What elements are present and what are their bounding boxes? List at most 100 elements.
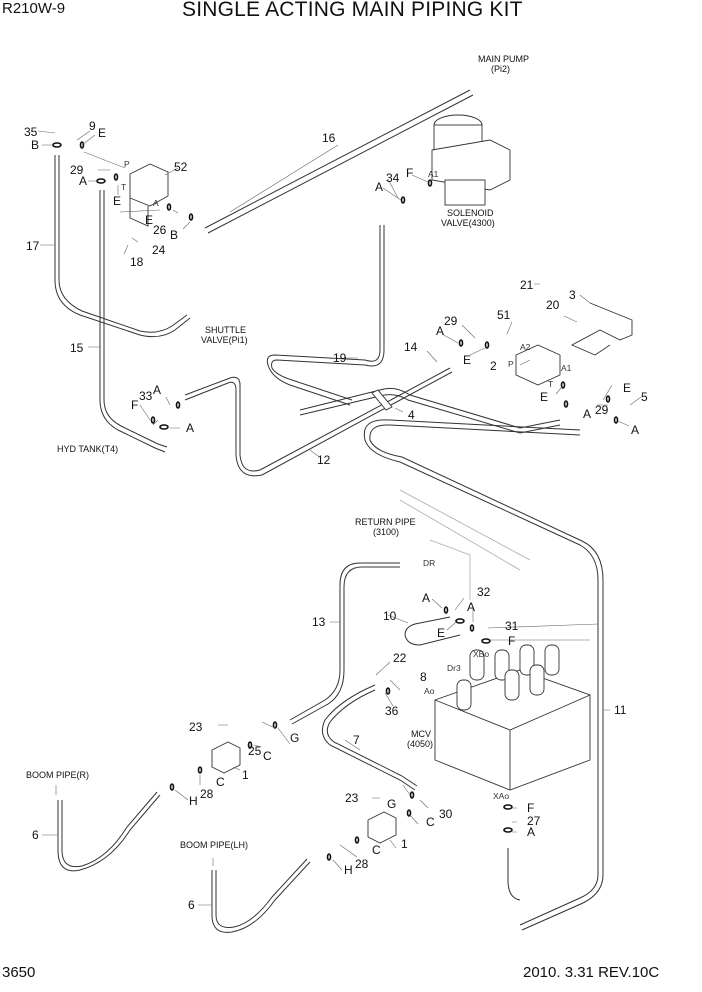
pipe-6a-inner [61,791,158,868]
callout-6: 6 [32,828,39,842]
pipe-16 [204,89,474,234]
callout-34: 34 [386,171,400,185]
shuttle-valve-label-1: SHUTTLE [205,325,246,335]
block-1-upper [211,741,241,774]
callout-A: A [583,407,591,421]
callout-28: 28 [355,857,369,871]
port-xao: XAo [493,791,509,801]
pipe-15-inner [103,190,168,448]
clamp-4 [371,389,393,411]
port-t2: T [548,379,553,389]
hyd-tank-label: HYD TANK(T4) [57,444,118,454]
callout-G: G [290,731,299,745]
callout-17: 17 [26,239,40,253]
callout-A: A [375,180,383,194]
callout-A: A [153,383,161,397]
port-ao: Ao [424,686,435,696]
callout-C: C [426,815,435,829]
callout-28: 28 [200,787,214,801]
pipe-12 [184,367,451,472]
port-dr3: Dr3 [447,663,461,673]
callout-25: 25 [248,744,262,758]
revision-date: 2010. 3.31 REV.10C [523,964,660,981]
port-p2: P [508,359,514,369]
callout-E: E [463,353,471,367]
leader-lines [37,130,642,906]
callout-33: 33 [139,389,153,403]
callout-E: E [540,390,548,404]
port-dr: DR [423,558,435,568]
boom-pipe-r-label: BOOM PIPE(R) [26,770,89,780]
callout-31: 31 [505,619,519,633]
callout-A: A [436,324,444,338]
page-title: SINGLE ACTING MAIN PIPING KIT [182,0,523,21]
callout-C: C [216,775,225,789]
callout-14: 14 [404,340,418,354]
callout-23: 23 [189,720,203,734]
callouts: 35 B 9 E 52 29 A E E 26 B 24 18 17 15 16… [24,119,648,912]
pipe-7-inner [326,689,418,787]
pipe-17-inner [58,155,188,333]
callout-G: G [387,797,396,811]
callout-27: 27 [527,814,541,828]
pipe-15 [99,190,166,453]
mcv-label-1: MCV [411,729,431,739]
callout-20: 20 [546,298,560,312]
callout-36: 36 [385,704,399,718]
return-pipe-body [399,489,531,600]
pipe-solenoid-loop-inner [271,225,385,401]
callout-F: F [508,634,515,648]
callout-4: 4 [408,408,415,422]
callout-26: 26 [153,223,167,237]
model-number: R210W-9 [2,0,66,17]
pipe-11-inner [369,424,604,931]
callout-A: A [79,174,87,188]
callout-18: 18 [130,255,144,269]
callout-C: C [263,749,272,763]
pipe-6b-inner [215,858,308,928]
callout-E: E [623,381,631,395]
callout-35: 35 [24,125,38,139]
callout-1: 1 [242,768,249,782]
callout-21: 21 [520,278,534,292]
pipe-group-4 [299,387,561,429]
solenoid-valve [431,114,511,206]
callout-B: B [170,228,178,242]
solenoid-valve-label-1: SOLENOID [447,208,494,218]
callout-9: 9 [89,119,96,133]
callout-19: 19 [333,351,347,365]
callout-1: 1 [401,837,408,851]
bracket-3 [570,302,633,356]
pipe-12-inner [184,371,453,477]
callout-12: 12 [317,453,331,467]
pipe-6b [211,861,311,933]
callout-29: 29 [444,314,458,328]
pipe-10 [404,616,461,646]
callout-11: 11 [614,703,627,717]
port-p1: P [124,159,130,169]
callout-32: 32 [477,585,491,599]
shuttle-valve-label-2: VALVE(Pi1) [201,335,248,345]
valve-block-2 [515,344,561,386]
callout-6: 6 [188,898,195,912]
port-labels: P T A A1 A2 P T A1 DR Dr3 XBo Ao XAo [121,159,572,801]
pipe-13-inner [291,566,400,725]
boom-pipe-lh-label: BOOM PIPE(LH) [180,840,248,850]
parts [129,114,633,844]
callout-3: 3 [569,288,576,302]
pipe-solenoid-loop [266,225,381,406]
callout-A: A [422,591,430,605]
callout-24: 24 [152,243,166,257]
callout-29: 29 [595,403,609,417]
o-rings [52,141,619,861]
callout-23: 23 [345,791,359,805]
callout-8: 8 [420,670,427,684]
port-t1: T [121,182,126,192]
main-pump-label-1: MAIN PUMP [478,54,529,64]
mcv-block [434,644,591,791]
port-a1-solenoid: A1 [428,169,439,179]
port-a2: A2 [520,342,531,352]
callout-13: 13 [312,615,326,629]
callout-51: 51 [497,308,511,322]
solenoid-valve-label-2: VALVE(4300) [441,218,495,228]
